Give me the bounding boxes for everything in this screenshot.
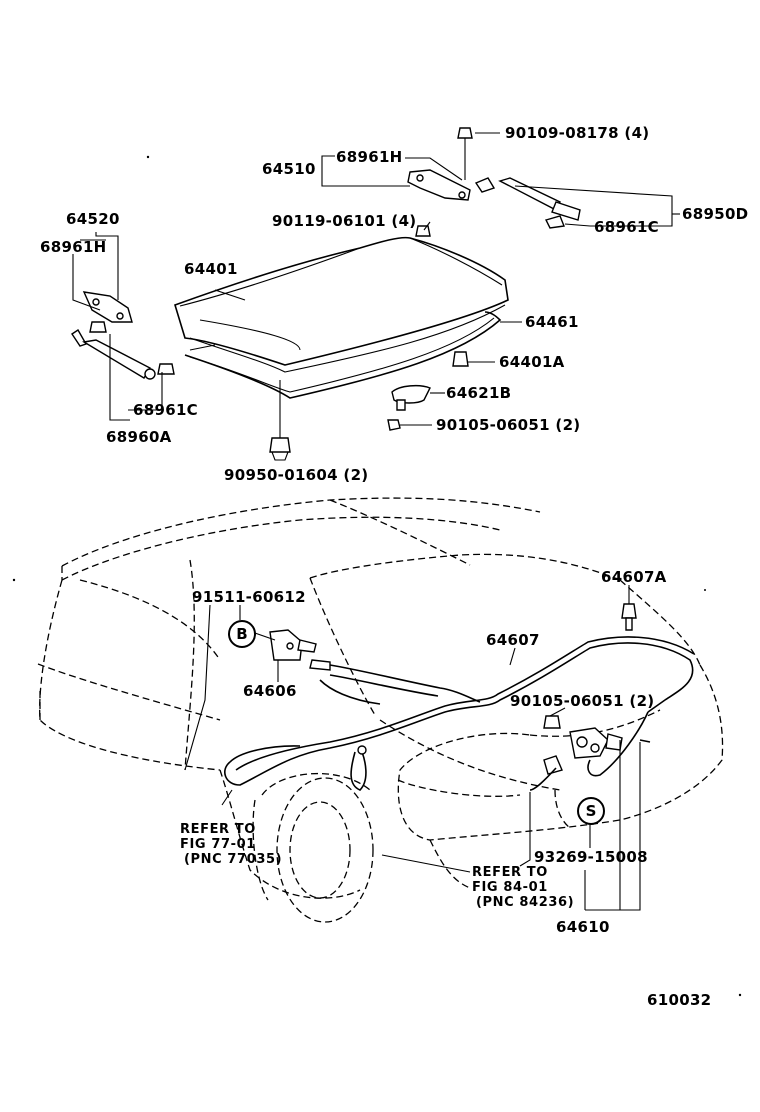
leader-lines-upper <box>72 132 680 438</box>
label-90105-06051-bottom: 90105-06051 (2) <box>510 692 655 710</box>
label-64621b: 64621B <box>446 384 512 402</box>
label-64510: 64510 <box>262 160 316 178</box>
car-body-drawing <box>37 497 724 923</box>
trunk-lock-drawing <box>529 715 623 791</box>
refer-note-1-line-1: REFER TO <box>180 822 256 837</box>
refer-note-1-line-2: FIG 77-01 <box>180 837 256 852</box>
scan-specks <box>12 155 742 997</box>
release-cable-drawing <box>224 603 695 791</box>
label-64401: 64401 <box>184 260 238 278</box>
label-90109-08178: 90109-08178 (4) <box>505 124 650 142</box>
left-hinge-drawing <box>71 291 175 380</box>
label-68961c-right: 68961C <box>594 218 659 236</box>
trunk-lid-drawing <box>174 236 509 461</box>
label-64461: 64461 <box>525 313 579 331</box>
label-64606: 64606 <box>243 682 297 700</box>
refer-note-2-line-1: REFER TO <box>472 865 548 880</box>
label-64607a: 64607A <box>601 568 667 586</box>
label-91511-60612: 91511-60612 <box>192 588 306 606</box>
circled-b-marker: B <box>228 620 256 648</box>
label-68961c-left: 68961C <box>133 401 198 419</box>
label-93269-15008: 93269-15008 <box>534 848 648 866</box>
label-90950-01604: 90950-01604 (2) <box>224 466 369 484</box>
refer-note-2-line-3: (PNC 84236) <box>476 895 575 910</box>
refer-note-2-line-2: FIG 84-01 <box>472 880 548 895</box>
figure-number: 610032 <box>647 991 712 1009</box>
label-64520: 64520 <box>66 210 120 228</box>
right-hinge-drawing <box>407 127 581 237</box>
label-68960a: 68960A <box>106 428 172 446</box>
label-64610: 64610 <box>556 918 610 936</box>
label-90119-06101: 90119-06101 (4) <box>272 212 417 230</box>
leader-lines-lower <box>184 585 641 911</box>
label-68961h-top: 68961H <box>336 148 403 166</box>
refer-note-1-line-3: (PNC 77035) <box>184 852 283 867</box>
label-64607: 64607 <box>486 631 540 649</box>
label-68950d: 68950D <box>682 205 749 223</box>
label-64401a: 64401A <box>499 353 565 371</box>
label-90105-06051-top: 90105-06051 (2) <box>436 416 581 434</box>
label-68961h-left: 68961H <box>40 238 107 256</box>
circled-s-marker: S <box>577 797 605 825</box>
opener-lever-drawing <box>269 629 331 671</box>
